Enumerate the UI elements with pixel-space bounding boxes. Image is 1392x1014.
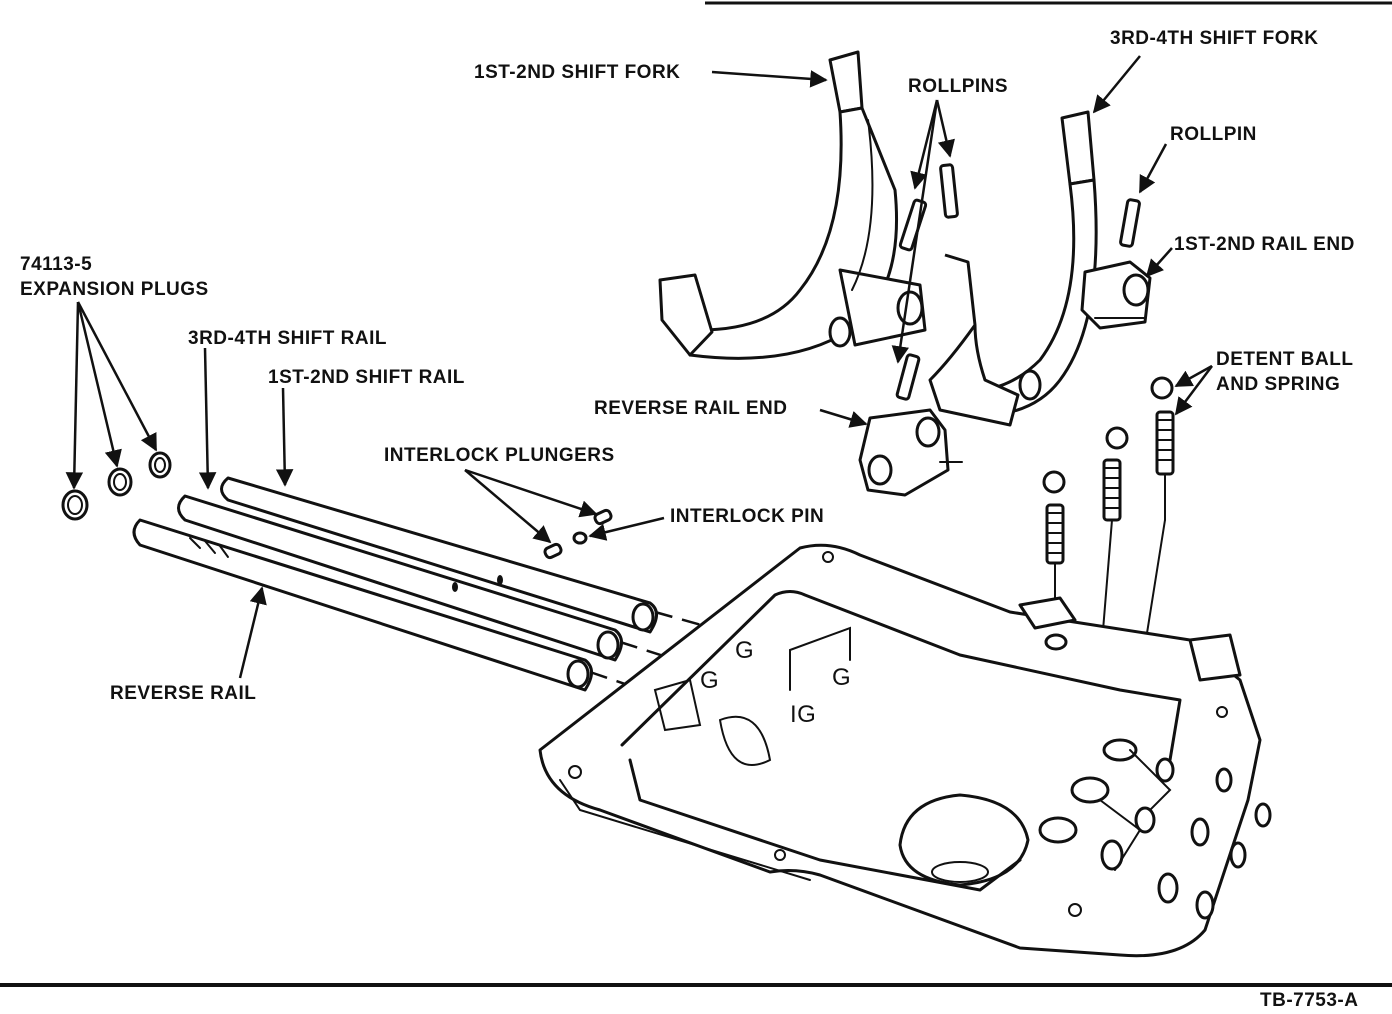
expansion-plug (148, 451, 172, 479)
svg-text:G: G (832, 664, 851, 691)
svg-text:G: G (735, 637, 754, 664)
interlock-plunger (593, 508, 613, 526)
label-rollpin: ROLLPIN (1170, 124, 1257, 145)
rollpin (1119, 198, 1141, 248)
label-interlock-pin: INTERLOCK PIN (670, 506, 824, 527)
label-expansion-plugs: EXPANSION PLUGS (20, 279, 209, 300)
detent-spring (1102, 458, 1122, 522)
interlock-pin (572, 531, 588, 545)
rollpin (939, 163, 959, 219)
label-detent-ball: DETENT BALL (1216, 349, 1353, 370)
label-reverse-rail: REVERSE RAIL (110, 683, 256, 704)
interlock-plunger (543, 542, 563, 560)
detent-ball (1105, 426, 1129, 450)
detent-spring (1155, 410, 1175, 476)
label-plugs-part-number: 74113-5 (20, 254, 92, 275)
expansion-plug (107, 467, 133, 497)
reverse-rail (132, 518, 593, 692)
shift-rail-34 (177, 494, 623, 662)
label-shift-fork-12: 1ST-2ND SHIFT FORK (474, 62, 680, 83)
shift-rail-12 (220, 476, 658, 634)
label-shift-rail-34: 3RD-4TH SHIFT RAIL (188, 328, 387, 349)
shift-fork-12 (658, 50, 927, 360)
reverse-rail-end (858, 408, 963, 497)
detent-ball (1042, 470, 1066, 494)
detent-ball (1150, 376, 1174, 400)
rail-end-12 (1080, 260, 1152, 330)
label-detent-spring: AND SPRING (1216, 374, 1340, 395)
label-shift-fork-34: 3RD-4TH SHIFT FORK (1110, 28, 1319, 49)
expansion-plug (61, 489, 89, 521)
detent-spring (1045, 503, 1065, 565)
label-rail-end-12: 1ST-2ND RAIL END (1174, 234, 1355, 255)
rollpin (895, 353, 921, 401)
shift-fork-34 (928, 110, 1098, 427)
figure-code: TB-7753-A (1260, 990, 1358, 1011)
label-shift-rail-12: 1ST-2ND SHIFT RAIL (268, 367, 465, 388)
label-reverse-rail-end: REVERSE RAIL END (594, 398, 787, 419)
svg-text:G: G (700, 667, 719, 694)
label-rollpins: ROLLPINS (908, 76, 1008, 97)
label-interlock-plungers: INTERLOCK PLUNGERS (384, 445, 615, 466)
transmission-case: G G G IG (538, 543, 1272, 958)
svg-text:IG: IG (790, 701, 816, 728)
rollpin (898, 198, 928, 252)
